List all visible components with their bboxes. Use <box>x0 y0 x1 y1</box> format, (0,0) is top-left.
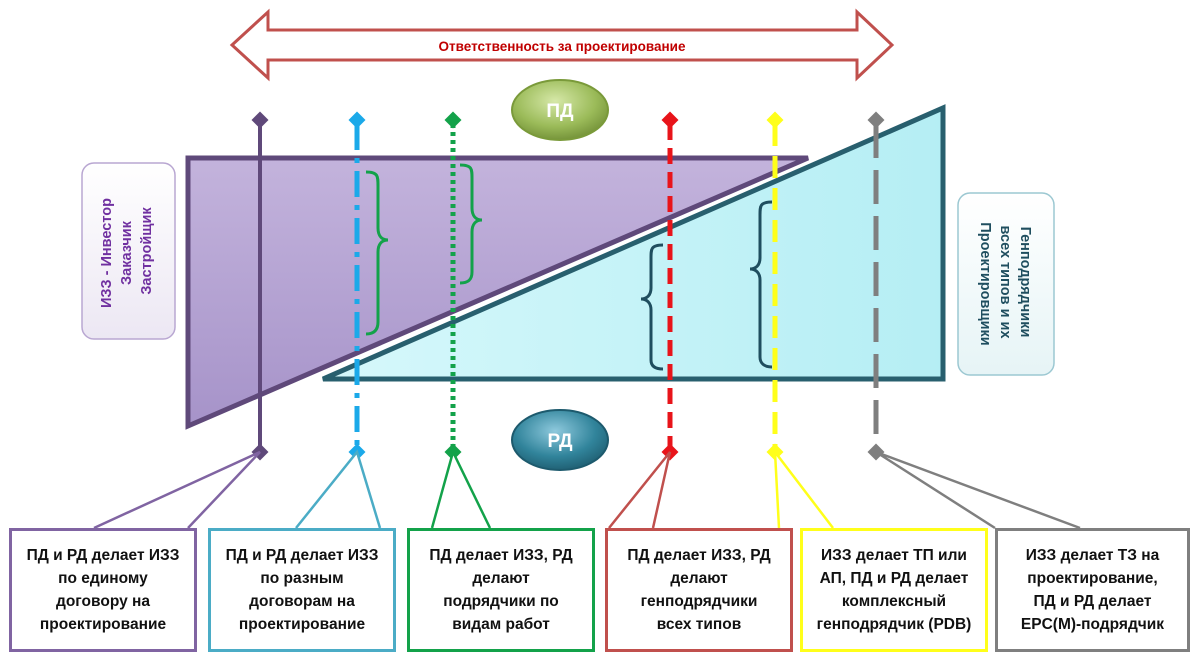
brace-green-variant <box>459 163 483 285</box>
box-contractors-by-work-type-text: ПД делает ИЗЗ, РД делают подрядчики по в… <box>429 547 573 633</box>
box-single-contract-text: ПД и РД делает ИЗЗ по единому договору н… <box>26 547 180 633</box>
pd-label: ПД <box>546 101 574 122</box>
box-pdb-contractor-text: ИЗЗ делает ТП или АП, ПД и РД делает ком… <box>816 547 972 633</box>
right-label-line-3: Проектировщики <box>977 222 993 345</box>
responsibility-label: Ответственность за проектирование <box>439 39 686 54</box>
box-separate-contracts-text: ПД и РД делает ИЗЗ по разным договорам н… <box>225 547 379 633</box>
box-general-contractors-text: ПД делает ИЗЗ, РД делают генподрядчики в… <box>627 547 771 633</box>
pd-ellipse: ПД <box>511 79 609 141</box>
box-epcm-contractor: ИЗЗ делает ТЗ на проектирование, ПД и РД… <box>995 528 1190 652</box>
brace-yellow-variant <box>749 200 773 369</box>
rd-label: РД <box>547 431 572 452</box>
variant-line-yellow <box>766 111 784 461</box>
callout-green <box>430 448 492 529</box>
responsibility-arrow: Ответственность за проектирование <box>229 8 895 82</box>
box-general-contractors: ПД делает ИЗЗ, РД делают генподрядчики в… <box>605 528 793 652</box>
box-epcm-contractor-text: ИЗЗ делает ТЗ на проектирование, ПД и РД… <box>1020 547 1165 633</box>
right-label-line-1: Генподрядчики <box>1017 227 1033 338</box>
box-single-contract: ПД и РД делает ИЗЗ по единому договору н… <box>9 528 197 652</box>
box-separate-contracts: ПД и РД делает ИЗЗ по разным договорам н… <box>208 528 396 652</box>
box-contractors-by-work-type: ПД делает ИЗЗ, РД делают подрядчики по в… <box>407 528 595 652</box>
rd-triangle <box>321 104 946 382</box>
right-label-line-2: всех типов и их <box>997 225 1013 338</box>
callout-purple <box>93 450 261 530</box>
callout-blue <box>295 449 382 529</box>
callout-yellow <box>773 448 834 529</box>
left-label-line-1: ИЗЗ - Инвестор <box>99 198 115 308</box>
left-side-label: ИЗЗ - Инвестор Заказчик Застройщик <box>99 194 155 308</box>
right-side-label-box: Генподрядчики всех типов и их Проектиров… <box>957 192 1055 376</box>
callout-gray <box>875 450 1081 530</box>
rd-ellipse: РД <box>511 409 609 471</box>
brace-red-variant <box>640 243 664 371</box>
left-side-label-box: ИЗЗ - Инвестор Заказчик Застройщик <box>81 162 176 340</box>
box-pdb-contractor: ИЗЗ делает ТП или АП, ПД и РД делает ком… <box>800 528 988 652</box>
right-side-label: Генподрядчики всех типов и их Проектиров… <box>977 222 1033 345</box>
brace-blue-variant <box>365 170 389 336</box>
pd-triangle <box>185 155 809 430</box>
left-label-line-3: Застройщик <box>139 207 155 295</box>
left-label-line-2: Заказчик <box>119 220 135 285</box>
callout-red <box>608 451 672 529</box>
